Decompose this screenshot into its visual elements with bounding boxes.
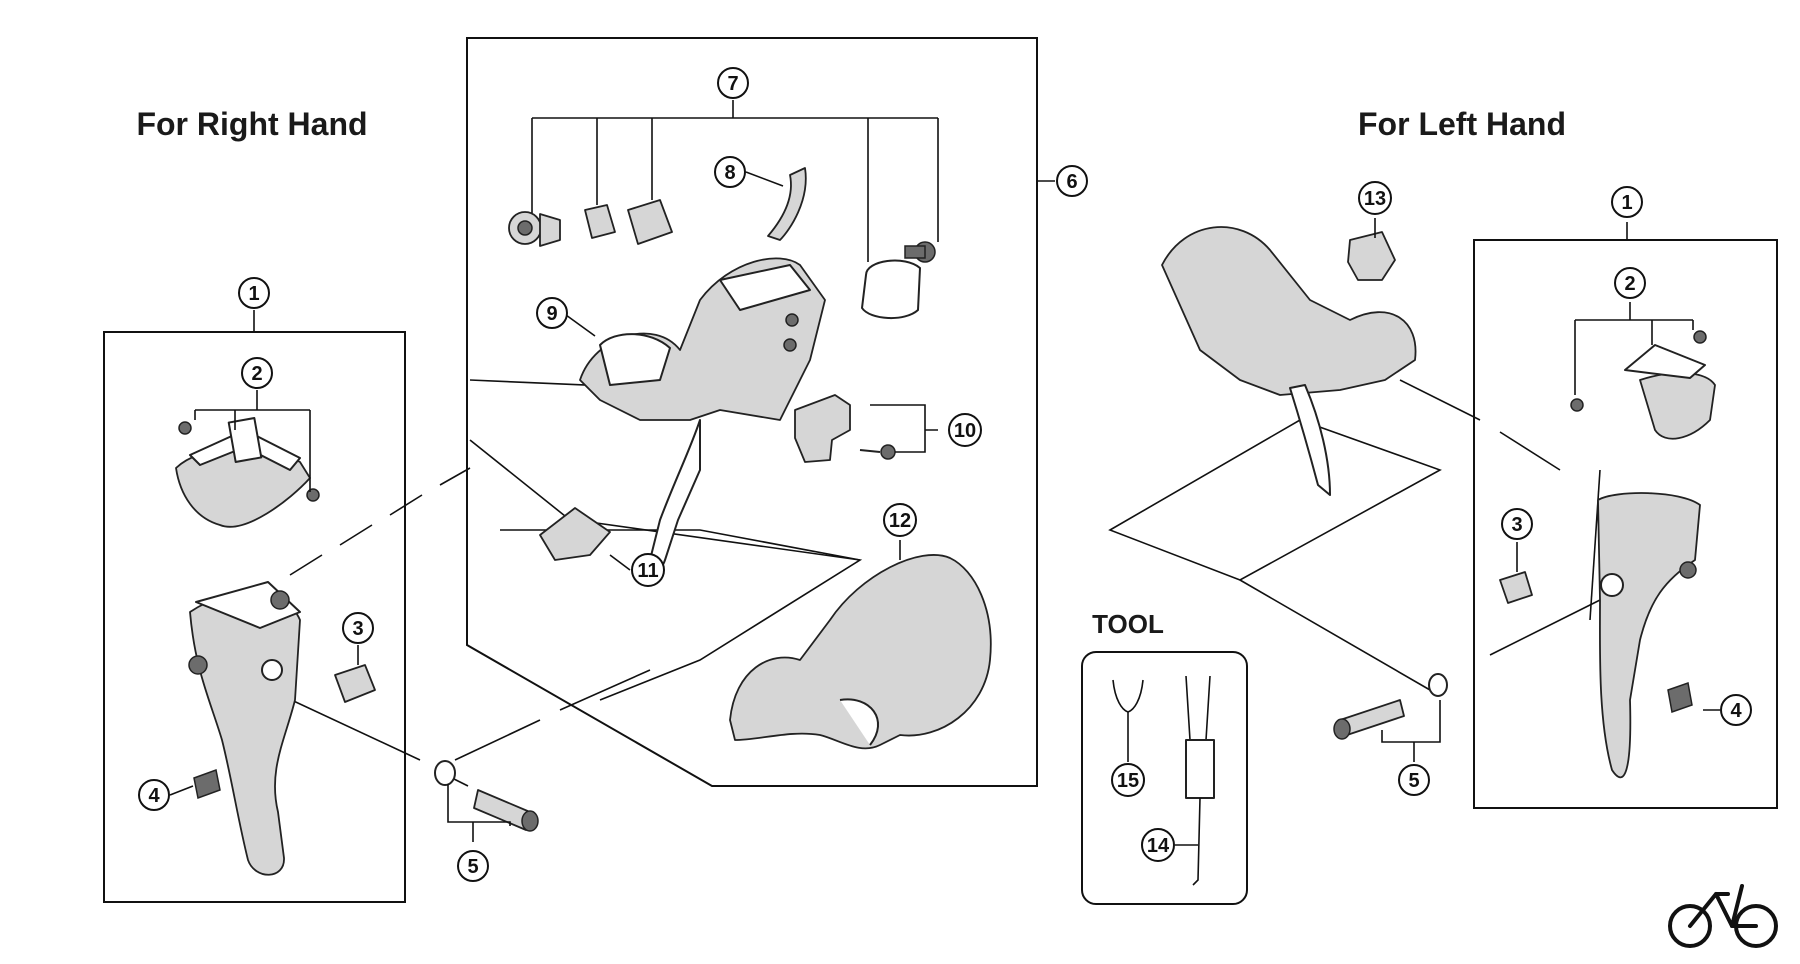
svg-text:11: 11 — [637, 560, 658, 582]
svg-text:3: 3 — [352, 618, 363, 640]
svg-text:3: 3 — [1511, 514, 1522, 536]
main-bracket-body — [579, 257, 826, 573]
callout-4-left: 4 — [1720, 694, 1752, 726]
callout-4-right: 4 — [138, 779, 170, 811]
svg-text:1: 1 — [248, 283, 259, 305]
tool-15-fork — [1112, 679, 1144, 750]
svg-text:9: 9 — [546, 303, 557, 325]
left-pin-part-5 — [1333, 673, 1448, 740]
svg-text:15: 15 — [1117, 770, 1139, 792]
callout-2-left: 2 — [1614, 267, 1646, 299]
callout-5-right: 5 — [457, 850, 489, 882]
part-12-hood — [729, 554, 992, 750]
callout-2-right: 2 — [241, 357, 273, 389]
right-hand-title: For Right Hand — [136, 106, 367, 142]
tool-box — [1081, 651, 1248, 905]
callout-6: 6 — [1056, 165, 1088, 197]
svg-text:5: 5 — [467, 856, 478, 878]
tool-14-spoke — [1185, 675, 1215, 886]
part-11-pad — [539, 507, 611, 561]
left-bracket-part — [1570, 330, 1716, 440]
svg-text:4: 4 — [1730, 700, 1742, 722]
svg-text:10: 10 — [954, 420, 976, 442]
left-hand-title: For Left Hand — [1358, 106, 1566, 142]
left-hand-lever-box — [1473, 239, 1778, 809]
svg-text:14: 14 — [1147, 835, 1170, 857]
callout-15: 15 — [1111, 763, 1145, 797]
svg-text:13: 13 — [1364, 188, 1386, 210]
callout-11: 11 — [631, 553, 665, 587]
left-lever-part — [1597, 492, 1701, 779]
callout-leaders — [169, 100, 1720, 846]
callout-3-right: 3 — [342, 612, 374, 644]
svg-text:12: 12 — [889, 510, 911, 532]
callout-12: 12 — [883, 503, 917, 537]
part-8-spring — [767, 167, 807, 241]
svg-text:2: 2 — [1624, 273, 1635, 295]
left-part-3 — [1499, 571, 1533, 604]
callout-13-left: 13 — [1358, 181, 1392, 215]
right-part-4 — [193, 768, 221, 800]
callout-5-left: 5 — [1398, 764, 1430, 796]
callout-8: 8 — [714, 156, 746, 188]
main-body-assembly-box — [466, 37, 1038, 787]
left-part-4 — [1667, 682, 1693, 713]
callout-14: 14 — [1141, 828, 1175, 862]
svg-text:4: 4 — [148, 785, 160, 807]
right-part-3 — [334, 664, 376, 703]
svg-text:5: 5 — [1408, 770, 1419, 792]
svg-text:6: 6 — [1066, 171, 1077, 193]
part-10-clip — [794, 394, 896, 463]
part-7-hardware — [508, 199, 936, 320]
left-bracket-body — [1161, 226, 1417, 496]
svg-text:8: 8 — [724, 162, 735, 184]
svg-text:7: 7 — [727, 73, 738, 95]
left-part-13-clip — [1347, 231, 1396, 281]
callout-3-left: 3 — [1501, 508, 1533, 540]
callout-1-right: 1 — [238, 277, 270, 309]
callout-7: 7 — [717, 67, 749, 99]
right-pin-part-5 — [434, 760, 539, 832]
callout-9: 9 — [536, 297, 568, 329]
callout-10: 10 — [948, 413, 982, 447]
right-bracket-part — [175, 417, 320, 528]
tool-title: TOOL — [1092, 609, 1164, 639]
callout-1-left: 1 — [1611, 186, 1643, 218]
bicycle-icon — [1668, 884, 1778, 948]
svg-text:1: 1 — [1621, 192, 1632, 214]
svg-text:2: 2 — [251, 363, 262, 385]
right-lever-part — [188, 581, 301, 876]
